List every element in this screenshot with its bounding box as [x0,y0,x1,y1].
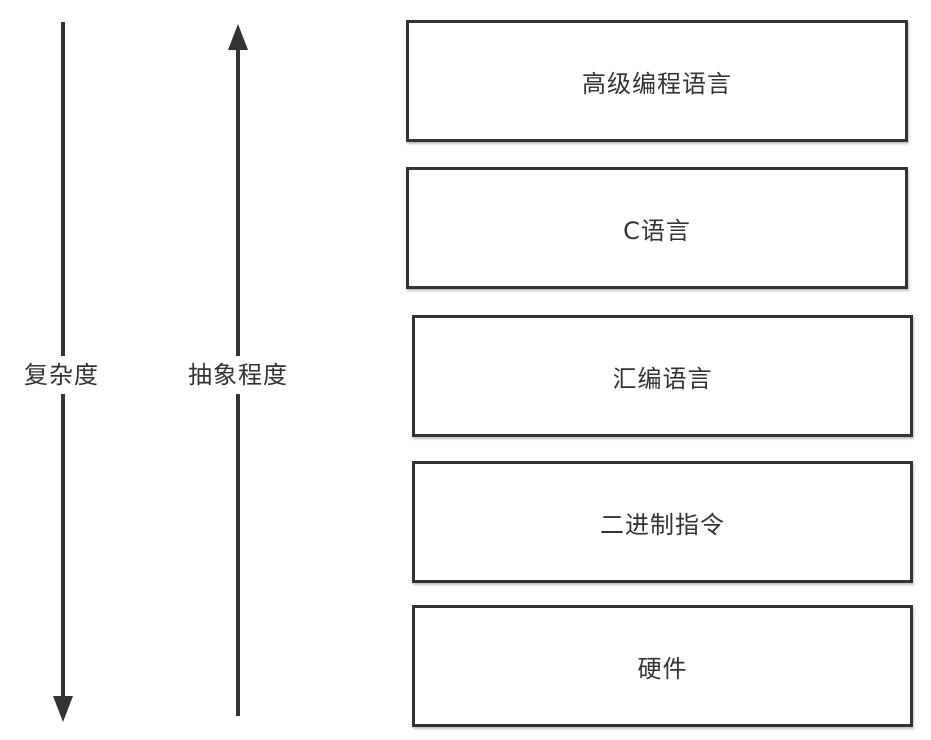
layer-hardware: 硬件 [412,605,913,727]
layer-c-language: C语言 [406,167,908,289]
complexity-label: 复杂度 [22,356,101,394]
layer-binary-instructions: 二进制指令 [412,461,913,583]
layer-high-level-language: 高级编程语言 [406,20,908,142]
abstraction-label: 抽象程度 [186,356,290,394]
layer-assembly-language: 汇编语言 [412,315,913,437]
